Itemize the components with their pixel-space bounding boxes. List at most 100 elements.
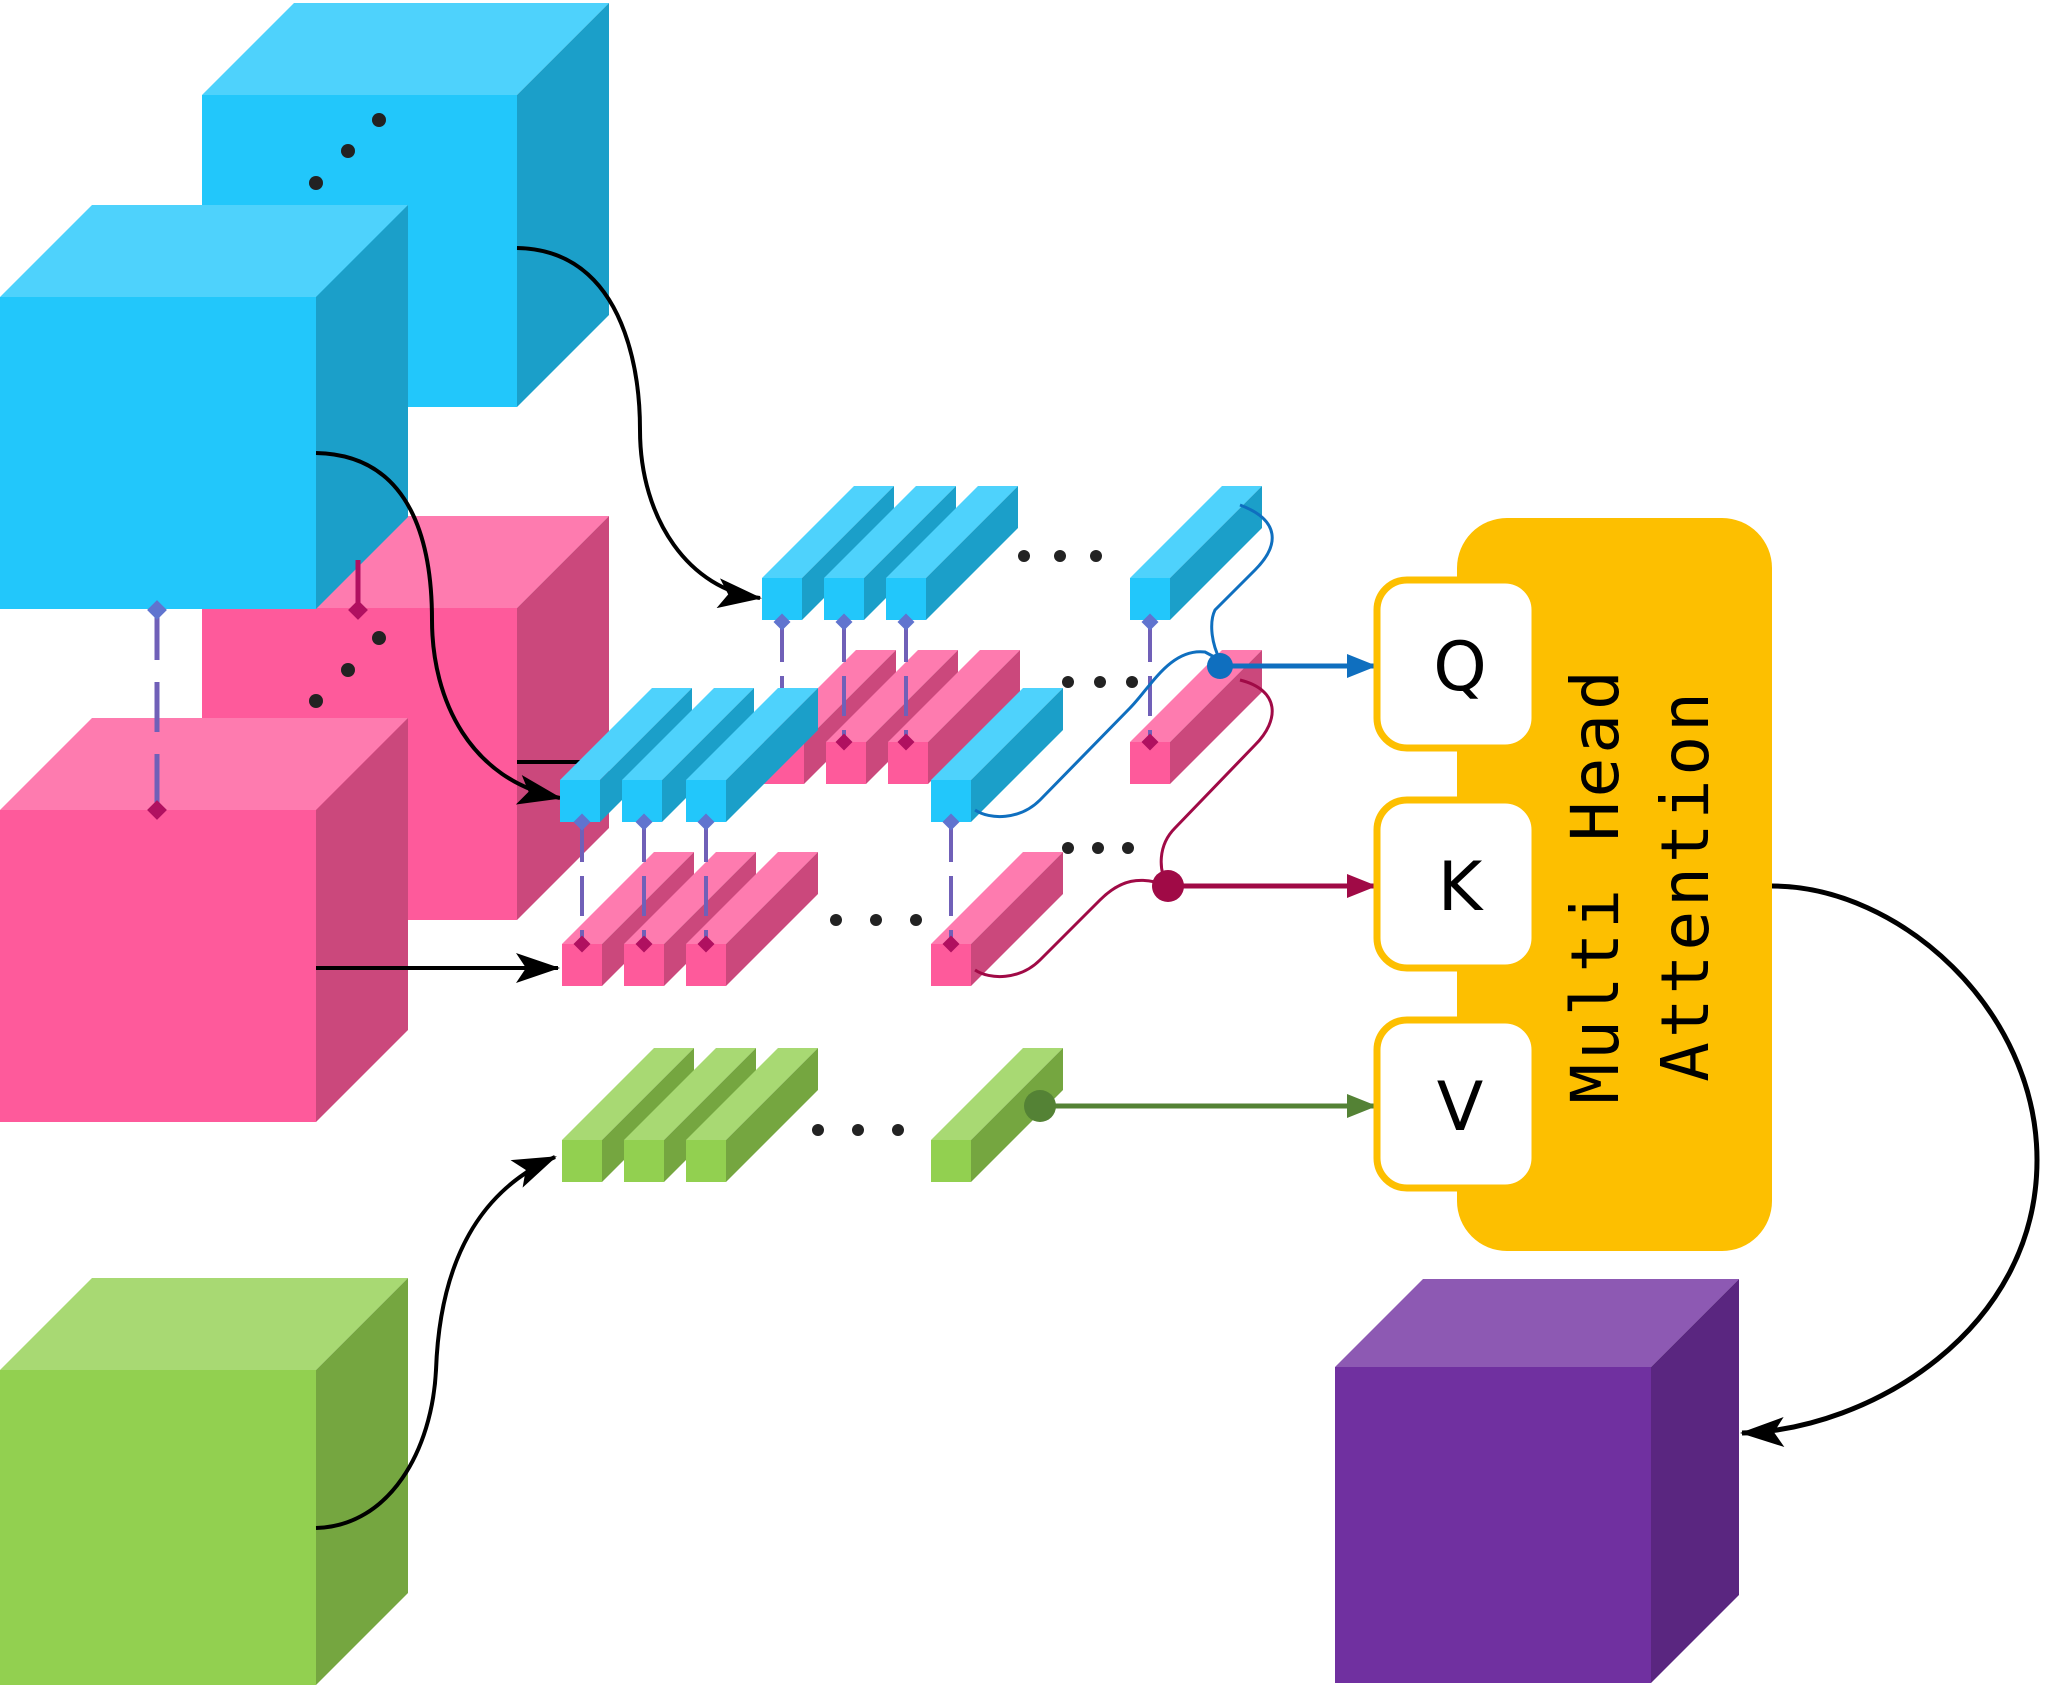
dot xyxy=(830,914,842,926)
query-token-front-3-front xyxy=(686,780,726,822)
dot xyxy=(910,914,922,926)
key-junction xyxy=(1152,870,1184,902)
dot xyxy=(1092,842,1104,854)
query-token-back-4-side xyxy=(1170,486,1262,620)
connector-diamond xyxy=(573,935,591,953)
value-token-3-side xyxy=(726,1048,818,1182)
connector-diamond xyxy=(897,613,915,631)
value-token-3-front xyxy=(686,1140,726,1182)
key-route xyxy=(1159,678,1274,887)
ellipsis-icon xyxy=(1062,676,1138,688)
query-token-back-2-front xyxy=(824,578,864,620)
query-route xyxy=(1210,503,1274,661)
value-token-3-top xyxy=(686,1048,818,1140)
key-token-back-2-top xyxy=(826,650,958,742)
attention-title-line2: Attention xyxy=(1647,688,1724,1082)
value-label: V xyxy=(1437,1068,1484,1147)
input-arrows xyxy=(315,246,762,1530)
connector-diamond xyxy=(897,733,915,751)
key-token-front-2-top xyxy=(624,852,756,944)
query-token-front-2 xyxy=(622,688,754,822)
query-cube-front-top xyxy=(0,205,408,297)
output-cube-side xyxy=(1651,1279,1739,1683)
key-cube-front-front xyxy=(0,810,316,1122)
query-token-front-2-side xyxy=(662,688,754,822)
connector-diamond xyxy=(942,935,960,953)
query-token-back-3-top xyxy=(886,486,1018,578)
key-cube-front-top xyxy=(0,718,408,810)
multi-head-attention-block: Q K V Multi Head Attention xyxy=(1373,518,1772,1251)
query-cube-front-front xyxy=(0,297,316,609)
ellipsis-icon xyxy=(812,1124,904,1136)
query-token-back-1-front xyxy=(762,578,802,620)
connector-diamond xyxy=(635,935,653,953)
ellipsis-icon xyxy=(830,914,922,926)
value-token-4-top xyxy=(931,1048,1063,1140)
key-token-back-3-top xyxy=(888,650,1020,742)
key-token-front-4-side xyxy=(971,852,1063,986)
query-token-front-1-top xyxy=(560,688,692,780)
output-cube-top xyxy=(1335,1279,1739,1367)
key-token-front-3-front xyxy=(686,944,726,986)
key-token-front-4 xyxy=(931,852,1063,986)
token-rows xyxy=(560,486,1262,1182)
query-cube-front-side xyxy=(316,205,408,609)
value-cube-top xyxy=(0,1278,408,1370)
connector-diamond xyxy=(348,600,368,620)
ellipsis-icon xyxy=(309,113,386,190)
dot xyxy=(1126,676,1138,688)
query-token-front-3-top xyxy=(686,688,818,780)
connector-diamond xyxy=(1141,613,1159,631)
dot xyxy=(870,914,882,926)
key-token-back-2-front xyxy=(826,742,866,784)
key-token-back-3-front xyxy=(888,742,928,784)
key-token-front-4-front xyxy=(931,944,971,986)
dot xyxy=(1062,676,1074,688)
key-token-front-4-top xyxy=(931,852,1063,944)
value-token-1-top xyxy=(562,1048,694,1140)
key-token-back-4 xyxy=(1130,650,1262,784)
query-cube-back-top xyxy=(202,3,609,95)
query-label: Q xyxy=(1433,628,1487,707)
dot xyxy=(1094,676,1106,688)
query-input-arrow-back xyxy=(516,246,762,609)
value-input-arrow xyxy=(315,1155,557,1530)
value-token-4 xyxy=(931,1048,1063,1182)
key-token-front-1-front xyxy=(562,944,602,986)
connector-diamond xyxy=(773,613,791,631)
query-token-back-4-front xyxy=(1130,578,1170,620)
dot xyxy=(1062,842,1074,854)
query-cube-front xyxy=(0,205,408,609)
value-token-2-top xyxy=(624,1048,756,1140)
query-junction xyxy=(1207,653,1233,679)
value-cube-front xyxy=(0,1370,316,1685)
attention-title-line1: Multi Head xyxy=(1557,666,1634,1103)
output-cube-front xyxy=(1335,1367,1651,1683)
ellipsis-icon xyxy=(1018,550,1102,562)
query-token-front-3 xyxy=(686,688,818,822)
dot xyxy=(1090,550,1102,562)
value-port xyxy=(1373,1016,1539,1192)
connector-diamond xyxy=(697,813,715,831)
query-token-front-4-top xyxy=(931,688,1063,780)
query-token-front-4 xyxy=(931,688,1063,822)
query-cube-back-side xyxy=(517,3,609,407)
feature-cubes xyxy=(0,3,1739,1685)
connector-diamond xyxy=(697,935,715,953)
key-token-front-3-top xyxy=(686,852,818,944)
value-token-4-side xyxy=(971,1048,1063,1182)
query-port xyxy=(1373,576,1539,752)
key-token-back-3 xyxy=(888,650,1020,784)
query-token-front-1-front xyxy=(560,780,600,822)
query-token-back-3-side xyxy=(926,486,1018,620)
query-token-back-4 xyxy=(1130,486,1262,620)
query-token-front-4-front xyxy=(931,780,971,822)
ellipsis-icon xyxy=(309,631,386,708)
value-token-2-front xyxy=(624,1140,664,1182)
dot xyxy=(892,1124,904,1136)
value-token-3 xyxy=(686,1048,818,1182)
query-token-back-1-top xyxy=(762,486,894,578)
connector-diamond xyxy=(635,813,653,831)
key-route xyxy=(974,878,1169,979)
query-token-front-3-side xyxy=(726,688,818,822)
